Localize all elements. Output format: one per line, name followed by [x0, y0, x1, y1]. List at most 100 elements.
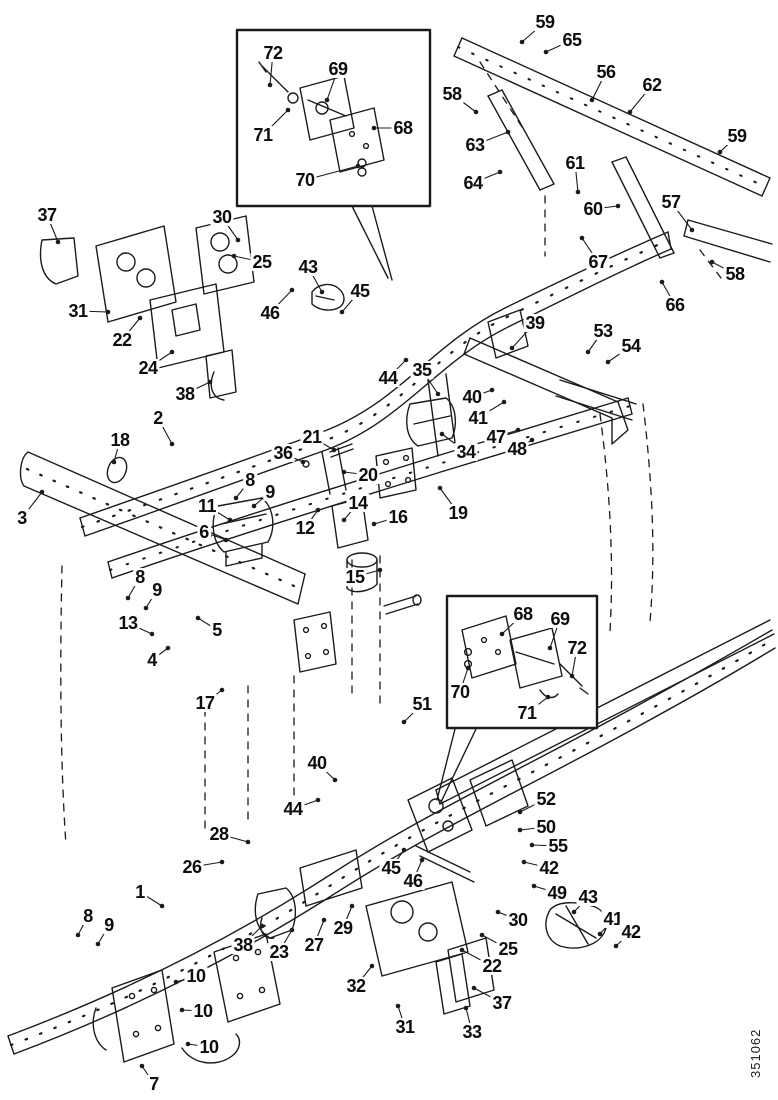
leader-line: [571, 647, 578, 677]
brace-60: [611, 156, 675, 259]
leader-line: [121, 317, 141, 341]
fastener-dot: [395, 1003, 401, 1009]
leader-line: [97, 924, 110, 945]
fastener-dot: [245, 839, 251, 845]
leader-line: [141, 1065, 155, 1085]
fastener-dot: [709, 259, 715, 265]
fastener-dot: [285, 107, 291, 113]
leader-line: [390, 849, 405, 869]
leader-line: [519, 798, 547, 813]
leader-line: [511, 322, 536, 349]
leader-line: [373, 516, 399, 525]
leader-line: [204, 689, 223, 704]
fastener-dot: [341, 517, 347, 523]
leader-line: [412, 859, 423, 882]
leader-line: [282, 452, 304, 463]
alignment-dashes: [60, 61, 725, 846]
fastener-dot: [519, 39, 525, 45]
fastener-dot: [251, 503, 257, 509]
leader-line: [459, 667, 469, 693]
fastener-dot: [315, 797, 321, 803]
leader-line: [573, 896, 589, 913]
leader-line: [197, 617, 218, 631]
fastener-dot: [55, 239, 61, 245]
leader-line: [342, 905, 353, 929]
fastener-dot: [319, 289, 325, 295]
leader-line: [495, 429, 519, 438]
left-bracket-cluster: [39, 215, 255, 401]
leader-line: [607, 345, 632, 363]
leader-line: [311, 436, 335, 451]
fastener-dot: [235, 237, 241, 243]
fastener-dot: [227, 517, 233, 523]
leader-line: [581, 237, 599, 263]
leader-line: [711, 261, 736, 275]
leader-line: [516, 439, 533, 450]
fastener-dot: [517, 809, 523, 815]
leader-line: [471, 389, 493, 398]
leader-line: [269, 289, 293, 314]
fastener-dot: [149, 631, 155, 637]
inset-b-leader: [436, 728, 456, 801]
leader-line: [421, 369, 439, 395]
leader-line: [387, 359, 407, 379]
leader-line: [77, 915, 89, 936]
fastener-dot: [349, 903, 355, 909]
leader-line: [147, 351, 173, 369]
figure-id-label: 351062: [748, 1028, 763, 1078]
leader-line: [521, 21, 546, 43]
fastener-dot: [289, 287, 295, 293]
leader-line: [184, 381, 211, 395]
fastener-dot: [575, 189, 581, 195]
leader-line: [175, 975, 197, 983]
crossmember-39: [463, 309, 629, 445]
fastener-dot: [505, 129, 511, 135]
fastener-dot: [315, 507, 321, 513]
leader-line: [591, 71, 607, 101]
leader-line: [615, 931, 632, 947]
leader-line: [719, 135, 738, 153]
fastener-dot: [497, 169, 503, 175]
leader-line: [262, 109, 289, 136]
leader-line: [472, 171, 501, 184]
leader-line: [242, 925, 263, 946]
fastener-dot: [159, 903, 165, 909]
fastener-dot: [479, 932, 485, 938]
fastener-dot: [569, 673, 575, 679]
leader-line: [269, 52, 274, 86]
bottom-bracket-cluster: [254, 849, 608, 1015]
fastener-dot: [463, 1005, 469, 1011]
fastener-dot: [579, 235, 585, 241]
leader-line: [477, 401, 505, 419]
fastener-dot: [571, 909, 577, 915]
fastener-dot: [219, 859, 225, 865]
leader-line: [292, 799, 319, 810]
leader-line: [326, 68, 339, 101]
leader-line: [206, 505, 231, 521]
leader-line: [151, 647, 169, 661]
fastener-dot: [137, 315, 143, 321]
leader-line: [461, 949, 493, 967]
fastener-dot: [521, 859, 527, 865]
fastener-dot: [589, 97, 595, 103]
fastener-dot: [231, 253, 237, 259]
leader-line: [670, 201, 693, 231]
fastener-dot: [545, 694, 551, 700]
leader-line: [545, 39, 573, 53]
leader-line: [549, 618, 561, 649]
leader-line: [451, 93, 477, 113]
leader-line: [191, 861, 223, 868]
fastener-dot: [465, 665, 471, 671]
fastener-dot: [219, 687, 225, 693]
rear-rail-56: [453, 37, 771, 197]
fastener-dot: [341, 469, 347, 475]
fastener-dot: [369, 963, 375, 969]
leader-line: [592, 205, 619, 210]
fastener-dot: [125, 595, 131, 601]
fastener-dot: [597, 931, 603, 937]
fastener-dot: [613, 943, 619, 949]
brace-63: [487, 89, 555, 191]
leader-line: [574, 162, 579, 193]
